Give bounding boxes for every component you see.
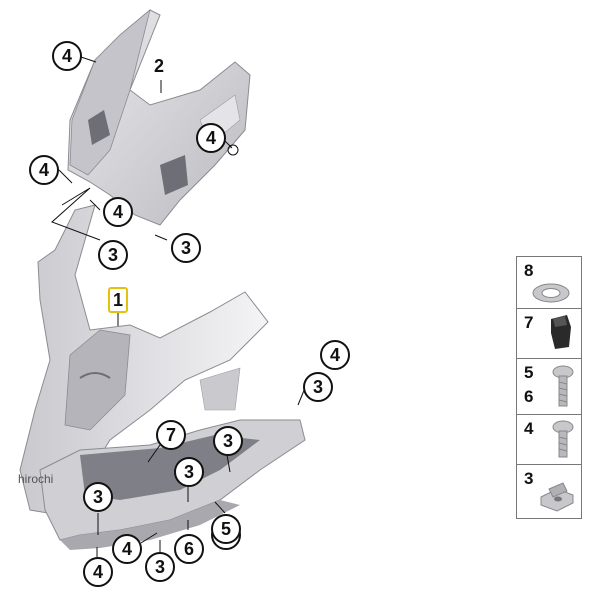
legend-part-number: 6 [524, 387, 534, 406]
callout-6: 6 [174, 534, 204, 564]
upper-panel-part [67, 8, 251, 226]
parts-legend: 8 7 5 6 4 [516, 256, 582, 519]
legend-row: 5 6 [517, 359, 581, 415]
legend-row: 7 [517, 309, 581, 359]
callout-4: 4 [83, 557, 113, 587]
callout-5: 5 [211, 514, 241, 544]
callout-1-highlighted: 1 [108, 287, 128, 313]
legend-part-number: 8 [524, 261, 534, 280]
callout-3: 3 [213, 426, 243, 456]
clip-nut-icon [551, 315, 571, 349]
callout-4: 4 [196, 123, 226, 153]
callout-3: 3 [83, 482, 113, 512]
callout-3: 3 [171, 233, 201, 263]
screw-icon [552, 420, 574, 458]
callout-4: 4 [112, 534, 142, 564]
callout-4: 4 [29, 155, 59, 185]
callout-3: 3 [145, 552, 175, 582]
washer-icon [532, 283, 570, 303]
legend-part-number: 3 [524, 469, 534, 488]
spring-nut-icon [540, 482, 574, 512]
callout-4: 4 [52, 41, 82, 71]
screw-icon [552, 365, 574, 407]
callout-3: 3 [174, 457, 204, 487]
callout-3: 3 [303, 372, 333, 402]
callout-4: 4 [103, 197, 133, 227]
legend-part-number: 7 [524, 313, 534, 332]
legend-part-number: 5 [524, 363, 534, 382]
lower-fairing-part [19, 204, 306, 550]
legend-row: 8 [517, 257, 581, 309]
watermark-text: hirochi [18, 472, 54, 486]
legend-part-number: 4 [524, 419, 534, 438]
callout-7: 7 [156, 420, 186, 450]
callout-3: 3 [98, 240, 128, 270]
legend-row: 4 [517, 415, 581, 465]
legend-row: 3 [517, 465, 581, 518]
callout-2: 2 [154, 56, 165, 76]
callout-4: 4 [320, 340, 350, 370]
